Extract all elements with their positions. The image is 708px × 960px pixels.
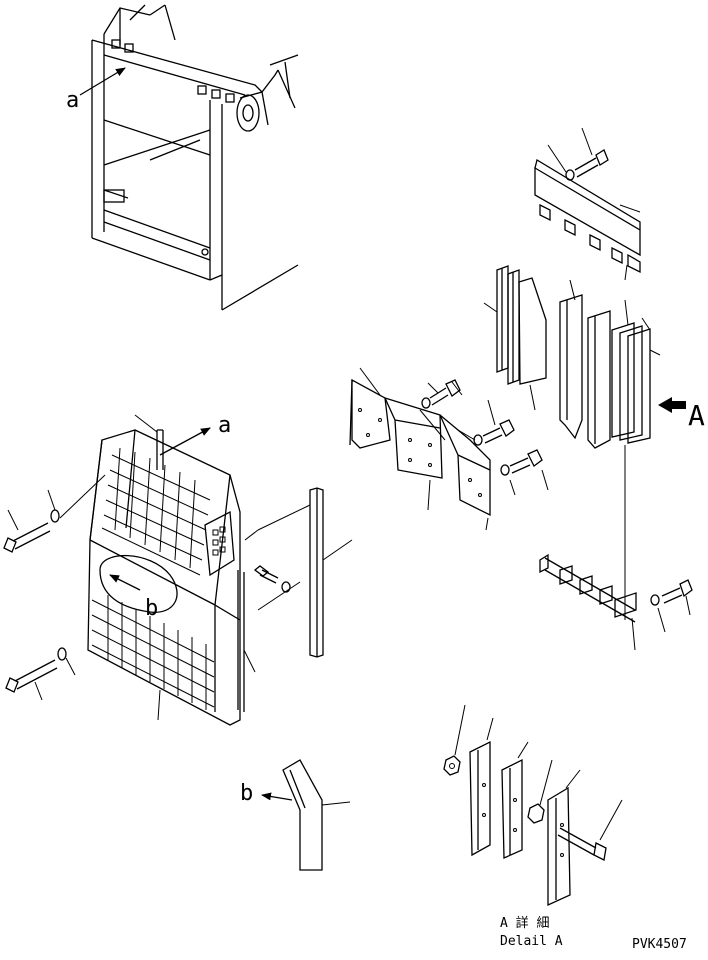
bent-seal-strip <box>261 759 351 871</box>
ref-label-b-grille: b <box>145 596 158 621</box>
front-grille <box>87 414 259 726</box>
bolt-lower-left <box>5 647 76 701</box>
vertical-stay-bar <box>257 487 353 658</box>
radiator-frame <box>79 4 299 311</box>
rubber-seal-strips <box>483 265 661 449</box>
bolt-seal-1 <box>421 379 463 409</box>
view-label-A: A <box>688 399 705 432</box>
lower-bracket-assembly <box>539 445 693 651</box>
view-arrow-A <box>658 397 686 413</box>
bolt-upper-left <box>3 474 106 553</box>
detail-label-en: Delail A <box>500 934 563 949</box>
ref-label-b-strip: b <box>240 781 253 806</box>
detail-label-jp: A 詳 細 <box>500 915 549 931</box>
bolt-side-right <box>253 565 301 611</box>
bolt-seal-3 <box>500 449 549 496</box>
seal-plate-assembly <box>349 367 491 531</box>
upper-bracket-assembly <box>534 127 641 281</box>
detail-A-assembly <box>443 704 623 907</box>
bolt-seal-2 <box>457 399 515 446</box>
ref-label-a-grille: a <box>218 413 231 438</box>
drawing-code: PVK4507 <box>632 937 687 952</box>
ref-label-a-top: a <box>66 88 79 113</box>
